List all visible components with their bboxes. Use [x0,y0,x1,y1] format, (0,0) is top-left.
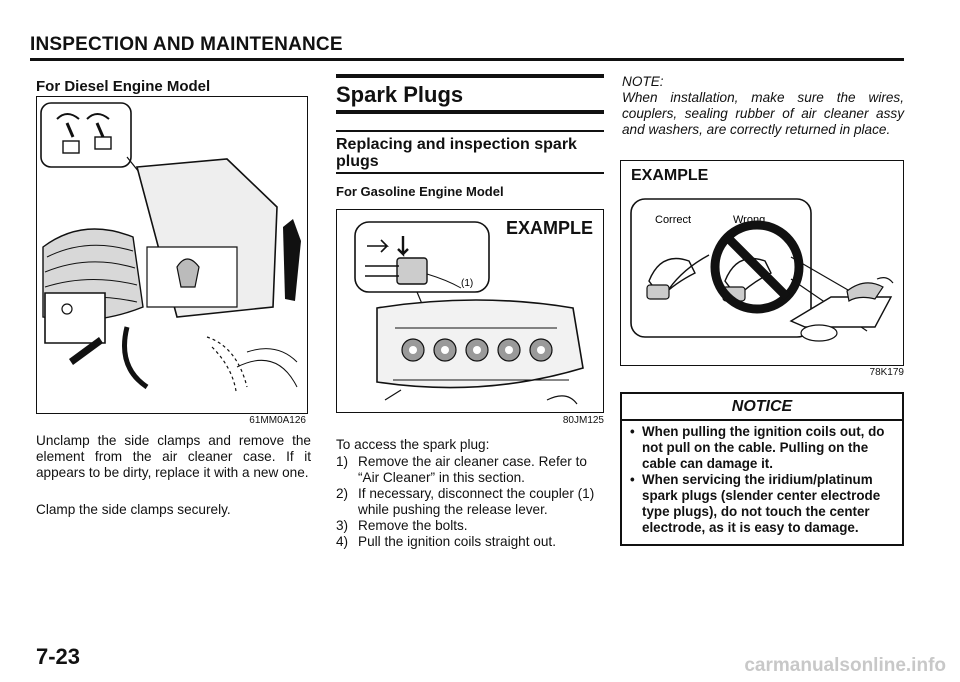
notice-rule [622,419,902,421]
header-rule [30,58,904,61]
notice-box: NOTICE • When pulling the ignition coils … [620,392,904,546]
coupler-callout: (1) [461,278,473,289]
diesel-figure-caption: 61MM0A126 [249,415,306,426]
notice-title: NOTICE [731,398,793,415]
page-number: 7-23 [36,644,81,669]
notice-text: When pulling the ignition coils out, do … [642,424,885,471]
step-number: 3) [336,518,349,533]
correct-wrong-illustration: Correct Wrong [630,198,894,342]
installation-note: NOTE: When installation, make sure the w… [622,74,904,137]
access-intro: To access the spark plug: [336,437,490,452]
step-number: 4) [336,534,349,549]
page-header-title: INSPECTION AND MAINTENANCE [30,34,343,55]
watermark: carmanualsonline.info [744,655,946,676]
ignition-coil-illustration: (1) [354,221,584,405]
spark-plugs-title: Spark Plugs [336,82,464,107]
air-cleaner-illustration [40,102,301,392]
list-item: • When servicing the iridium/platinum spa… [630,472,900,536]
step-text: If necessary, disconnect the coupler (1)… [358,486,595,517]
step-text: Pull the ignition coils straight out. [358,534,556,549]
list-item: 3) Remove the bolts. [336,518,606,534]
step-text: Remove the bolts. [358,518,468,533]
section-rule-bottom [336,110,604,114]
bullet-icon: • [630,472,635,487]
subsection-rule-bottom [336,172,604,174]
list-item: 2) If necessary, disconnect the coupler (… [336,486,606,518]
correct-wrong-figure: EXAMPLE Correct Wrong [620,160,904,366]
access-steps-list: 1) Remove the air cleaner case. Refer to … [336,454,606,550]
bullet-icon: • [630,424,635,439]
figure-example-label: EXAMPLE [631,167,709,184]
subsection-rule-top [336,130,604,132]
diesel-clamp-paragraph: Clamp the side clamps securely. [36,502,231,517]
list-item: • When pulling the ignition coils out, do… [630,424,900,472]
notice-list: • When pulling the ignition coils out, do… [630,424,900,536]
diesel-instructions-paragraph: Unclamp the side clamps and remove the e… [36,433,311,480]
step-number: 1) [336,454,349,469]
section-rule-top [336,74,604,78]
ignition-figure-caption: 80JM125 [562,415,604,426]
list-item: 1) Remove the air cleaner case. Refer to … [336,454,606,486]
step-number: 2) [336,486,349,501]
step-text: Remove the air cleaner case. Refer to “A… [358,454,587,485]
gasoline-subtitle: For Gasoline Engine Model [336,184,504,199]
notice-text: When servicing the iridium/platinum spar… [642,472,881,535]
diesel-subtitle: For Diesel Engine Model [36,78,211,95]
correct-wrong-figure-caption: 78K179 [869,367,904,378]
correct-label: Correct [655,214,691,226]
diesel-air-cleaner-figure [36,96,308,414]
list-item: 4) Pull the ignition coils straight out. [336,534,606,550]
ignition-coil-figure: EXAMPLE (1) [336,209,604,413]
replacing-inspection-subtitle: Replacing and inspection spark plugs [336,136,577,170]
figure-example-label: EXAMPLE [505,218,593,238]
